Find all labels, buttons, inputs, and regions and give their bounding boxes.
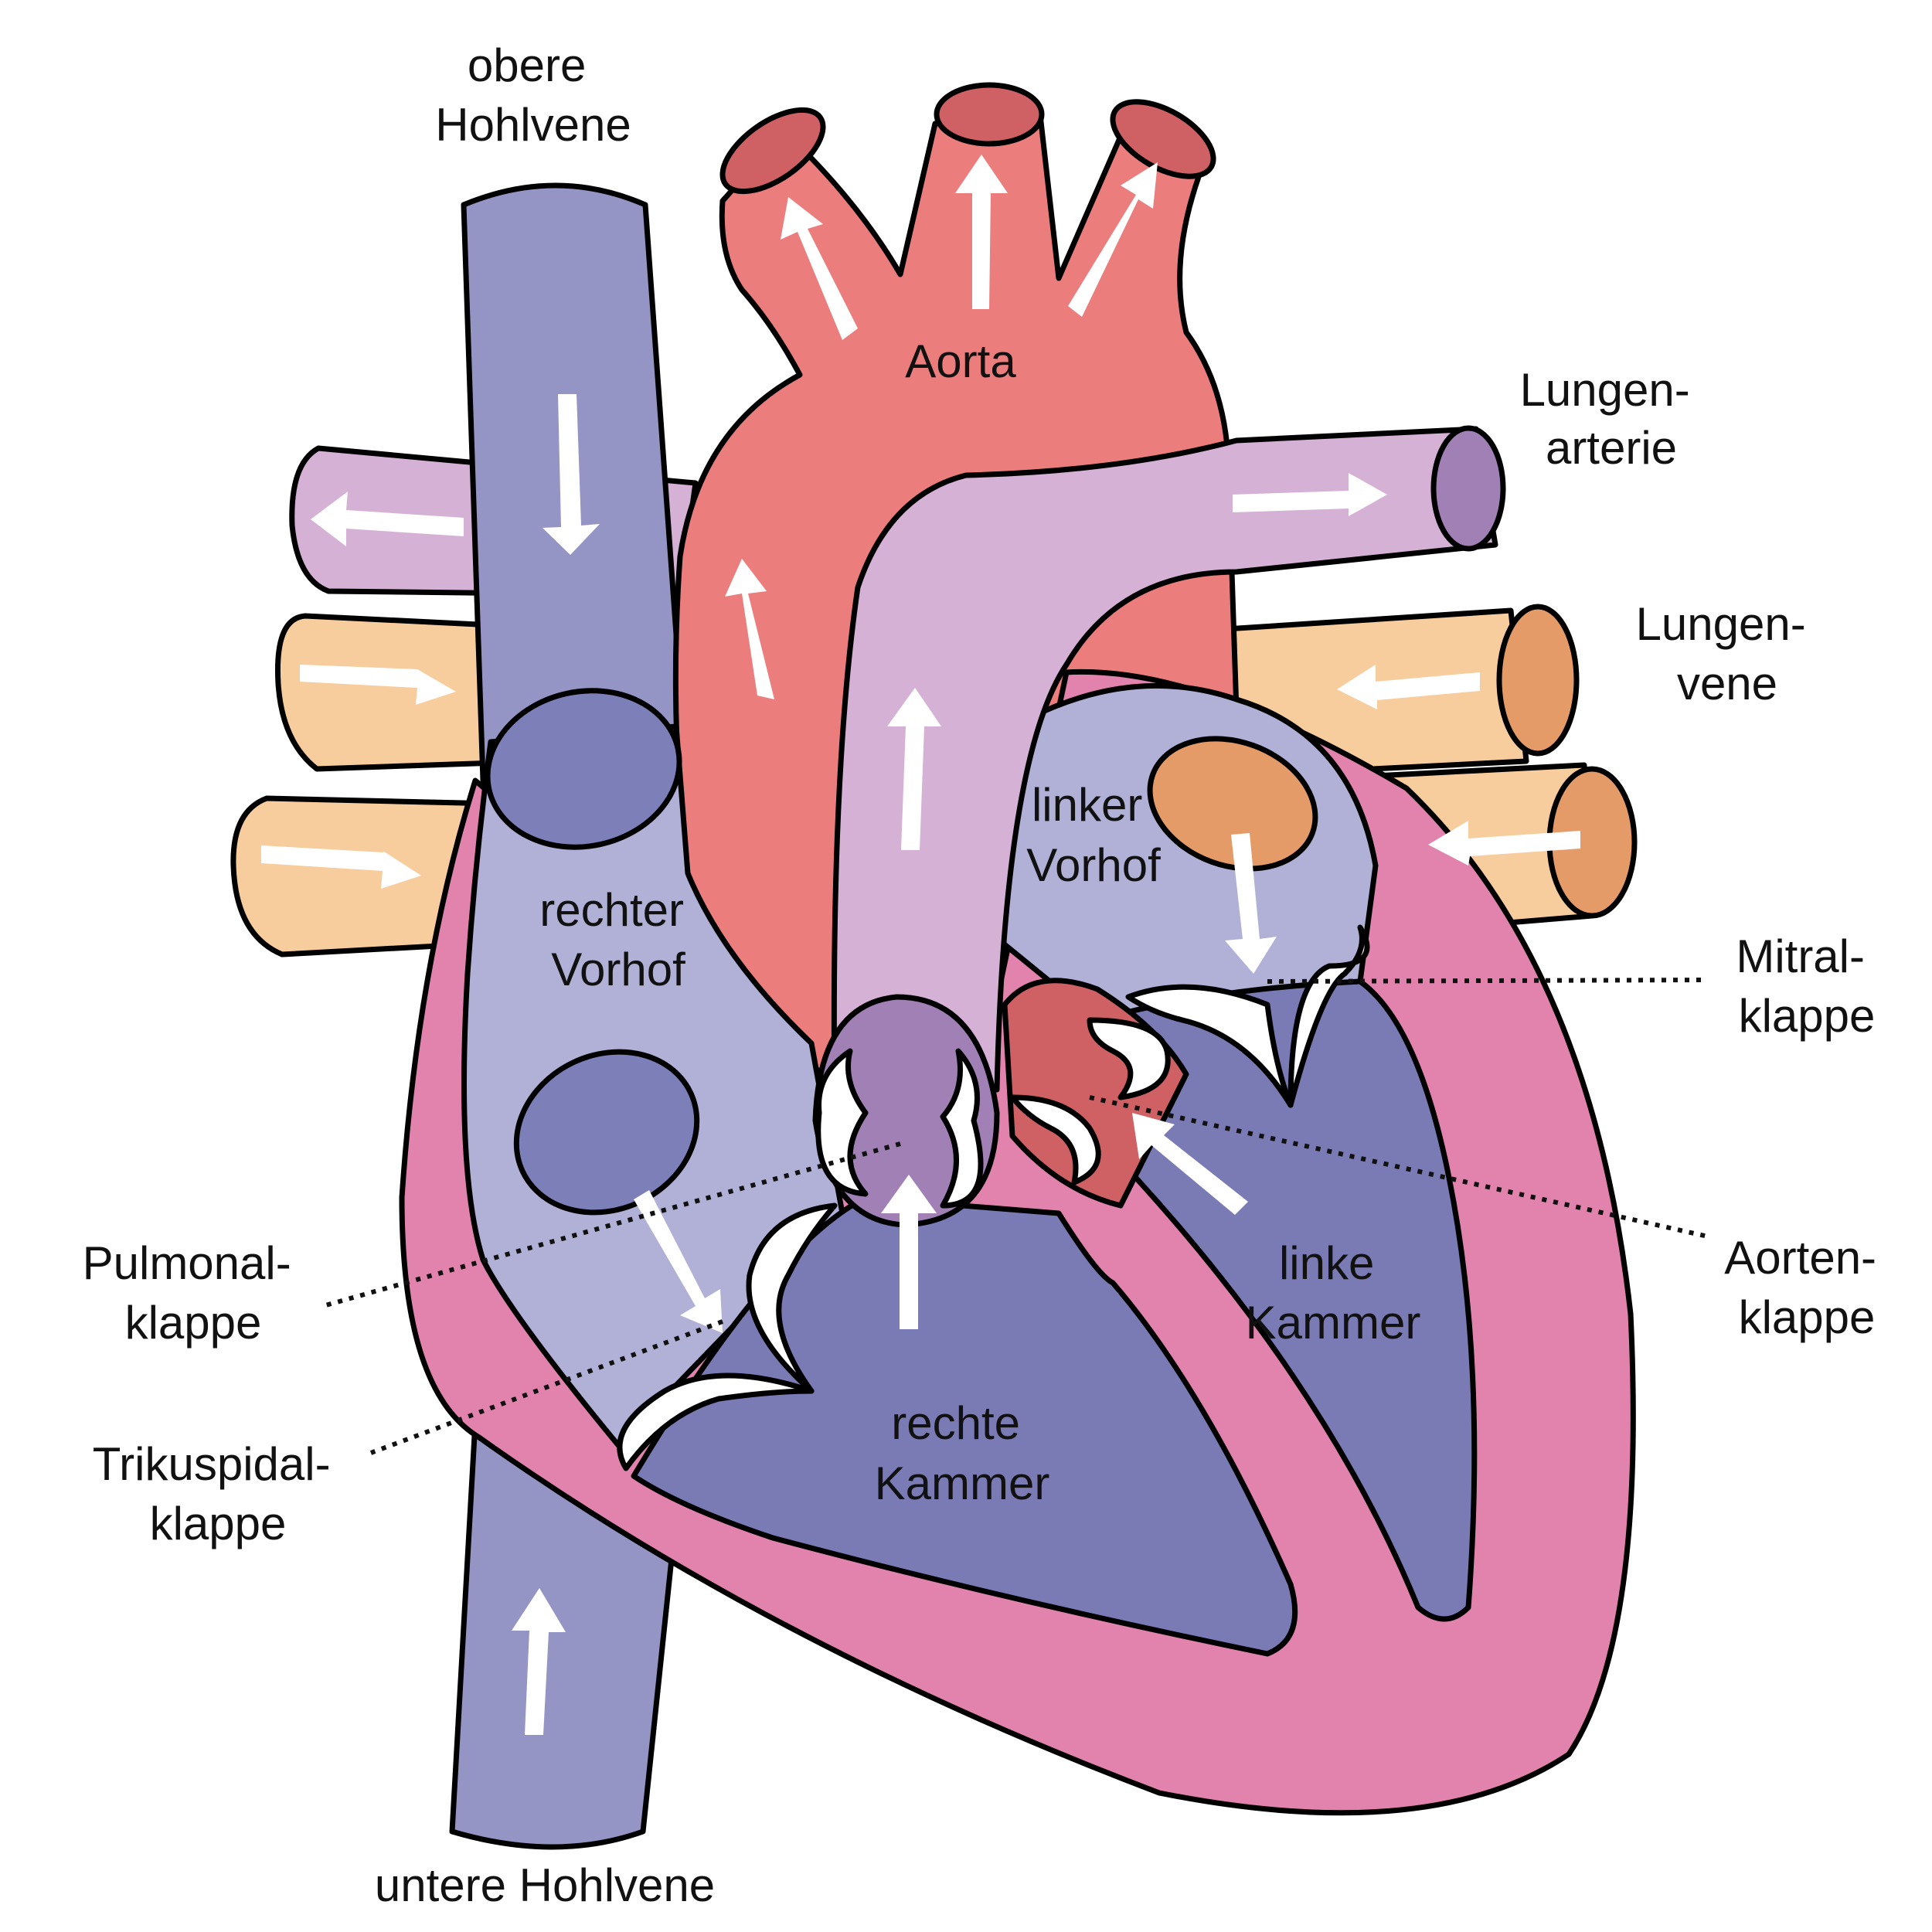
arrow-aorta-branch-1: [781, 197, 858, 340]
label-aorta: Aorta: [905, 335, 1016, 387]
label-aortenklappe: Aorten- klappe: [1724, 1232, 1889, 1343]
flow-arrows: [261, 155, 1580, 1735]
mitral-valve-leaflet-right: [1287, 924, 1370, 1108]
arrow-aorta-up-left: [725, 559, 774, 699]
arrow-pa-trunk-up: [887, 688, 941, 850]
left-pulmonary-vein-opening: [1147, 736, 1318, 872]
pulmonary-vein-right-upper-opening: [1496, 604, 1580, 757]
label-lungenvene: Lungen- vene: [1636, 598, 1819, 709]
aorta-branch-1-opening: [719, 107, 826, 195]
arrow-la-down: [1225, 833, 1277, 974]
aorta-branch-2-opening: [934, 82, 1045, 147]
arrow-lv-up: [1132, 1113, 1248, 1215]
aorta-branch-3-opening: [1110, 99, 1216, 179]
label-lungenarterie: Lungen- arterie: [1520, 364, 1703, 474]
leader-trikuspidalklappe: [369, 1319, 724, 1455]
aortic-valve-leaflet-upper: [1087, 1017, 1171, 1100]
label-untere-hohlvene: untere Hohlvene: [375, 1859, 715, 1911]
pulmonary-valve-base: [812, 994, 1000, 1228]
right-ventricle: [631, 1195, 1298, 1657]
pulmonary-valve-leaflet-left: [815, 1048, 869, 1197]
labels: obere Hohlvene Aorta Lungen- arterie Lun…: [83, 39, 1889, 1911]
label-linke-kammer: linke Kammer: [1246, 1237, 1421, 1349]
label-pulmonalklappe: Pulmonal- klappe: [83, 1237, 304, 1349]
arrow-aorta-branch-3: [1068, 162, 1158, 317]
leader-mitralklappe: [1267, 978, 1709, 984]
left-pulmonary-veins: [230, 613, 544, 957]
leader-pulmonalklappe: [322, 1141, 901, 1308]
label-linker-vorhof: linker Vorhof: [1026, 779, 1161, 891]
tricuspid-valve-leaflet-lower: [617, 1372, 815, 1471]
valve-leaflets: [617, 924, 1370, 1471]
arrow-pa-right: [1233, 473, 1387, 516]
label-obere-hohlvene: obere Hohlvene: [435, 39, 631, 151]
arrow-left-pa-left: [311, 492, 464, 546]
arrow-svc-down: [543, 394, 600, 555]
arrow-left-pv-upper: [300, 665, 456, 705]
pulmonary-valve-leaflet-right: [940, 1048, 984, 1209]
label-rechter-vorhof: rechter Vorhof: [539, 884, 696, 995]
pulmonary-trunk: [831, 426, 1498, 1100]
arrow-right-pv-lower: [1428, 821, 1580, 866]
leader-lines: [322, 978, 1709, 1455]
pulmonary-vein-left-lower: [230, 795, 498, 957]
pulmonary-artery-opening: [1430, 425, 1506, 552]
superior-vena-cava-opening: [485, 688, 682, 850]
arrow-left-pv-lower: [261, 845, 421, 889]
arrow-aorta-branch-2: [955, 155, 1008, 309]
label-rechte-kammer: rechte Kammer: [875, 1397, 1050, 1509]
pulmonary-vein-left-upper: [274, 613, 544, 772]
aortic-valve-leaflet-lower: [1009, 1094, 1101, 1185]
leader-aortenklappe: [1089, 1095, 1709, 1239]
arrow-ra-down: [634, 1190, 723, 1333]
label-mitralklappe: Mitral- klappe: [1736, 930, 1877, 1042]
arrow-right-pv-upper: [1337, 665, 1480, 709]
label-trikuspidalklappe: Trikuspidal- klappe: [93, 1438, 344, 1549]
arrow-rv-up: [881, 1175, 937, 1329]
arrow-ivc-up: [512, 1588, 566, 1735]
